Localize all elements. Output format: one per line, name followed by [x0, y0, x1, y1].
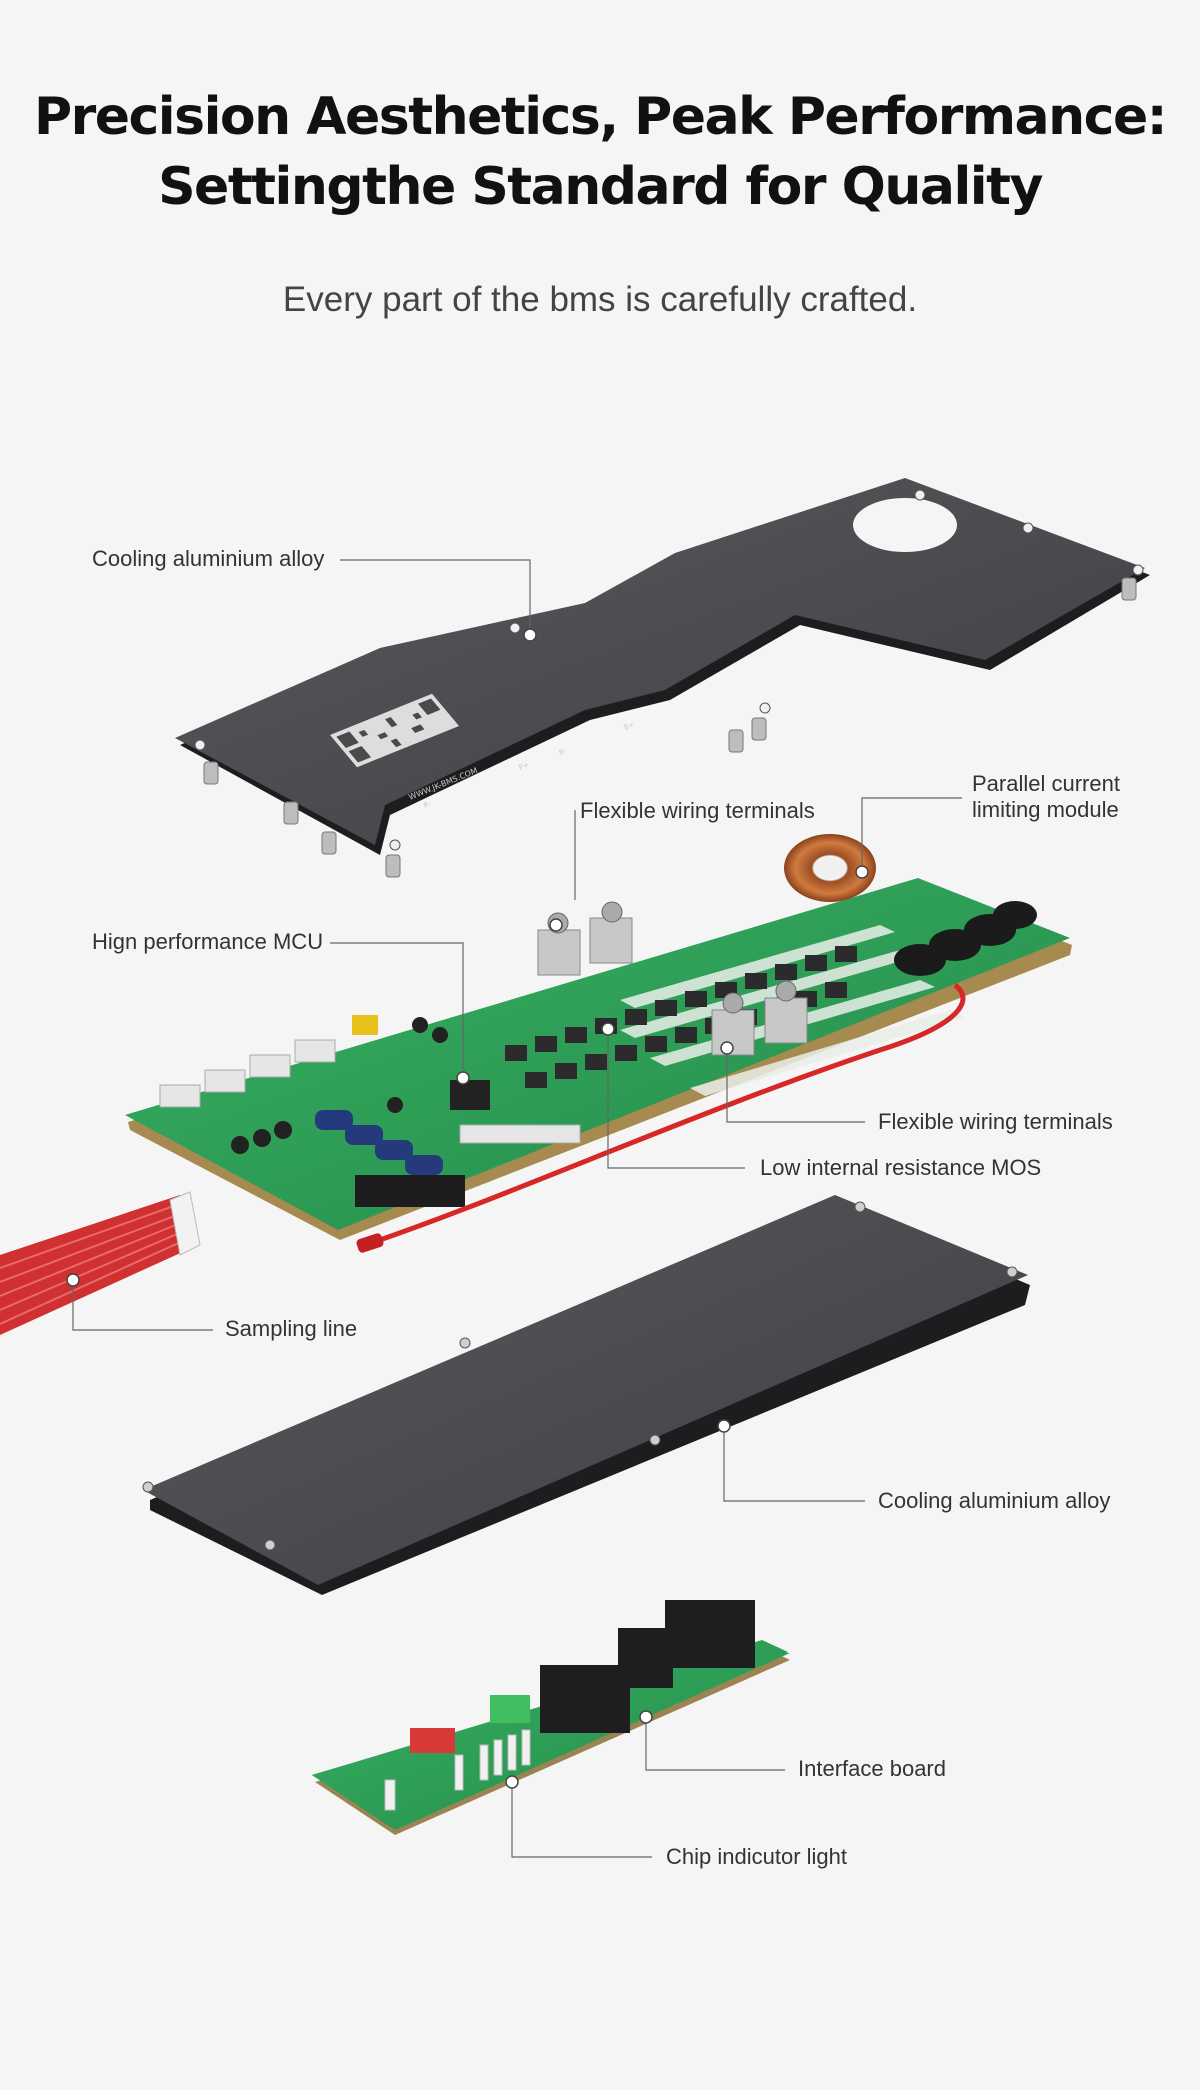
black-header — [355, 1175, 465, 1207]
label-flexible-wiring-top: Flexible wiring terminals — [580, 798, 815, 823]
title-line-2: Settingthe Standard for Quality — [158, 157, 1043, 217]
plate-standoffs — [203, 577, 1137, 878]
top-cooling-plate: WWW.JK-BMS.COM — [175, 478, 1150, 878]
connectors-left — [159, 1039, 581, 1144]
label-flexible-wiring-right: Flexible wiring terminals — [878, 1109, 1113, 1134]
terminals-top — [537, 901, 633, 976]
small-caps — [231, 1017, 448, 1154]
main-pcb — [125, 834, 1072, 1253]
indicator-lights — [384, 1729, 531, 1811]
bottom-cooling-plate — [142, 1195, 1030, 1595]
label-chip-indicator: Chip indicutor light — [666, 1844, 847, 1869]
label-mos: Low internal resistance MOS — [760, 1155, 1042, 1180]
page-subtitle: Every part of the bms is carefully craft… — [282, 280, 918, 319]
plate-port-label: P- — [423, 800, 433, 810]
label-cooling-top: Cooling aluminium alloy — [92, 546, 325, 571]
plate-port-label: P+ — [518, 761, 530, 772]
title-line-1: Precision Aesthetics, Peak Performance: — [33, 87, 1168, 147]
plate-hole — [853, 498, 957, 552]
label-parallel-line2: limiting module — [972, 797, 1119, 822]
label-interface-board: Interface board — [798, 1756, 946, 1781]
label-parallel-line1: Parallel current — [972, 771, 1120, 796]
capacitors-blue — [315, 1110, 443, 1175]
plate-port-label: B- — [558, 747, 568, 757]
mos-array — [505, 946, 857, 1088]
callout-dots — [66, 628, 869, 1789]
red-wire — [364, 983, 966, 1248]
rj45-ports — [540, 1600, 755, 1733]
green-connector — [490, 1695, 530, 1723]
interface-board — [312, 1600, 790, 1835]
page-title: Precision Aesthetics, Peak Performance: … — [0, 82, 1200, 222]
label-parallel-current: Parallel current limiting module — [972, 771, 1120, 823]
label-mcu: Hign performance MCU — [92, 929, 324, 954]
qr-code — [330, 693, 460, 768]
callout-lines — [72, 559, 962, 1858]
mcu-chip — [450, 1080, 490, 1110]
yellow-component — [352, 1015, 378, 1035]
toroid-coil — [784, 834, 876, 902]
label-cooling-bottom: Cooling aluminium alloy — [878, 1488, 1111, 1513]
plate-port-label: B+ — [623, 720, 636, 731]
sampling-cable — [0, 1191, 201, 1335]
dip-switch — [410, 1728, 455, 1753]
electrolytic-caps — [894, 901, 1037, 976]
label-sampling-line: Sampling line — [225, 1316, 358, 1341]
